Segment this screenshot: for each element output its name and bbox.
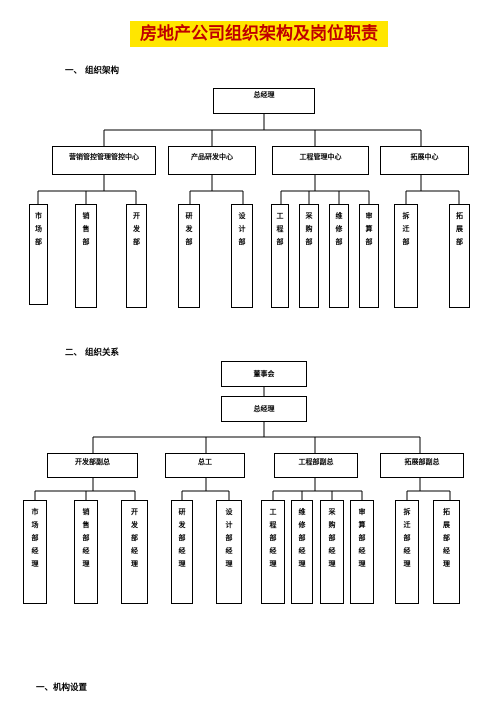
org2-mgr-design-label: 设计部经理 bbox=[225, 508, 233, 568]
org2-mgr-demolition-label: 拆迁部经理 bbox=[403, 508, 411, 568]
org2-mgr-expansion-label: 拓展部经理 bbox=[443, 508, 450, 568]
org1-dept-audit: 审算部 bbox=[359, 204, 379, 308]
org1-dept-sales: 销售部 bbox=[75, 204, 97, 308]
org1-dept-demolition-label: 拆迁部 bbox=[402, 212, 410, 246]
org1-center-engineering: 工程管理中心 bbox=[272, 146, 369, 175]
org1-dept-sales-label: 销售部 bbox=[82, 212, 90, 246]
org1-dept-market-label: 市场部 bbox=[35, 212, 42, 246]
org1-dept-design-label: 设计部 bbox=[238, 212, 246, 246]
org2-mgr-engineering: 工程部经理 bbox=[261, 500, 285, 604]
org1-dept-expansion: 拓展部 bbox=[449, 204, 470, 308]
org2-mgr-market: 市场部经理 bbox=[23, 500, 47, 604]
org2-mgr-design: 设计部经理 bbox=[216, 500, 242, 604]
org2-mgr-sales: 销售部经理 bbox=[74, 500, 98, 604]
org2-chief-engineer: 总工 bbox=[165, 453, 245, 478]
org1-dept-rd-label: 研发部 bbox=[185, 212, 193, 246]
org2-board-box: 董事会 bbox=[221, 361, 307, 387]
org1-dept-rd: 研发部 bbox=[178, 204, 200, 308]
org2-deputy-development: 开发部副总 bbox=[47, 453, 138, 478]
org1-center-marketing: 营销管控管理管控中心 bbox=[52, 146, 156, 175]
section-heading-setup: 一、机构设置 bbox=[36, 683, 88, 693]
org1-dept-purchasing-label: 采购部 bbox=[305, 212, 313, 246]
org1-center-product-rd: 产品研发中心 bbox=[168, 146, 256, 175]
org2-mgr-sales-label: 销售部经理 bbox=[82, 508, 90, 568]
section-heading-relations: 二、 组织关系 bbox=[65, 348, 119, 358]
org2-mgr-market-label: 市场部经理 bbox=[31, 508, 39, 568]
org2-mgr-engineering-label: 工程部经理 bbox=[269, 508, 277, 568]
org2-mgr-development: 开发部经理 bbox=[121, 500, 148, 604]
org1-dept-demolition: 拆迁部 bbox=[394, 204, 418, 308]
org2-mgr-maintenance: 维修部经理 bbox=[291, 500, 313, 604]
org1-dept-engineering-label: 工程部 bbox=[276, 212, 284, 246]
org2-mgr-expansion: 拓展部经理 bbox=[433, 500, 460, 604]
org1-dept-engineering: 工程部 bbox=[271, 204, 289, 308]
org2-mgr-purchasing: 采购部经理 bbox=[320, 500, 344, 604]
org2-mgr-rd-label: 研发部经理 bbox=[178, 508, 186, 568]
org1-dept-market: 市场部 bbox=[29, 204, 48, 305]
org1-dept-expansion-label: 拓展部 bbox=[456, 212, 463, 246]
org1-dept-purchasing: 采购部 bbox=[299, 204, 319, 308]
org2-deputy-engineering: 工程部副总 bbox=[274, 453, 358, 478]
org1-dept-maintenance: 维修部 bbox=[329, 204, 349, 308]
org1-dept-development: 开发部 bbox=[126, 204, 147, 308]
org2-mgr-development-label: 开发部经理 bbox=[131, 508, 138, 568]
org2-deputy-expansion: 拓展部副总 bbox=[380, 453, 464, 478]
org2-mgr-audit-label: 审算部经理 bbox=[358, 508, 366, 568]
org2-mgr-purchasing-label: 采购部经理 bbox=[328, 508, 336, 568]
org2-mgr-audit: 审算部经理 bbox=[350, 500, 374, 604]
org1-dept-audit-label: 审算部 bbox=[365, 212, 373, 246]
org2-general-manager-box: 总经理 bbox=[221, 396, 307, 422]
org1-dept-development-label: 开发部 bbox=[133, 212, 140, 246]
org1-dept-maintenance-label: 维修部 bbox=[335, 212, 343, 246]
section-heading-structure: 一、 组织架构 bbox=[65, 66, 119, 76]
org2-mgr-demolition: 拆迁部经理 bbox=[395, 500, 419, 604]
org1-dept-design: 设计部 bbox=[231, 204, 253, 308]
org1-center-expansion: 拓展中心 bbox=[380, 146, 469, 175]
org2-mgr-rd: 研发部经理 bbox=[171, 500, 193, 604]
org1-general-manager-box: 总经理 bbox=[213, 88, 315, 114]
document-title: 房地产公司组织架构及岗位职责 bbox=[130, 21, 388, 47]
org2-mgr-maintenance-label: 维修部经理 bbox=[298, 508, 306, 568]
